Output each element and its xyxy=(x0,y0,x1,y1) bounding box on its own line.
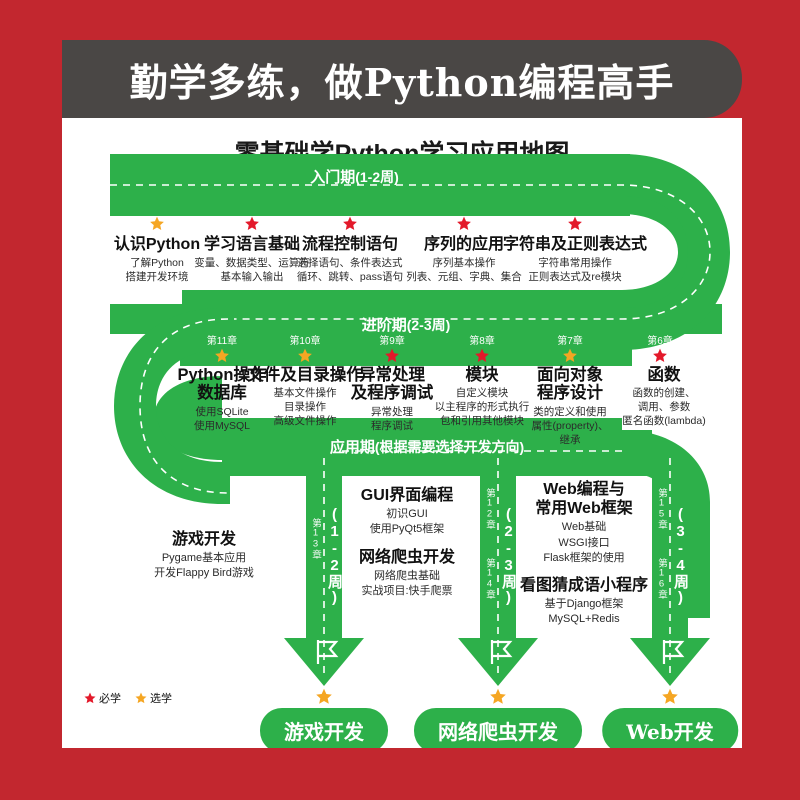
star-icon-legend-optional xyxy=(135,692,147,704)
star-icon-beginner-3 xyxy=(457,216,472,231)
arrow-branch-game xyxy=(284,458,364,686)
chapter-label-adv-2: 第9章 xyxy=(379,336,405,347)
header-bar: 勤学多练，做Python编程高手 xyxy=(62,40,742,118)
star-icon-result-spider xyxy=(490,688,507,705)
star-icon-advanced-1 xyxy=(298,348,313,363)
star-icon-advanced-5 xyxy=(653,348,668,363)
phase-label-beginner: 入门期(1-2周) xyxy=(310,169,399,186)
star-icon-advanced-4 xyxy=(563,348,578,363)
chapter-label-adv-3: 第8章 xyxy=(469,336,495,347)
branch-game-heading: 游戏开发 xyxy=(171,531,237,548)
branch-content-web: Web编程与 常用Web框架 Web基础 WSGI接口 Flask框架的使用 看… xyxy=(519,481,649,626)
star-icon-advanced-2 xyxy=(385,348,400,363)
topic-advanced-5: 函数 函数的创建、 调用、参数 匿名函数(lambda) xyxy=(622,366,706,428)
phase-label-applied: 应用期(根据需要选择开发方向) xyxy=(329,439,525,456)
branch-content-spider: GUI界面编程 初识GUI 使用PyQt5框架 网络爬虫开发 网络爬虫基础 实战… xyxy=(358,487,456,597)
legend-item-optional: 选学 xyxy=(135,690,172,706)
legend-label-required: 必学 xyxy=(99,693,121,705)
topic-beginner-0: 认识Python 了解Python 搭建开发环境 xyxy=(113,236,201,283)
topic-beginner-3: 序列的应用 序列基本操作 列表、元组、字典、集合 xyxy=(406,236,522,283)
topic-advanced-2: 异常处理 及程序调试 异常处理 程序调试 xyxy=(350,366,434,432)
chapter-label-adv-0: 第11章 xyxy=(206,336,238,347)
phase-label-advanced: 进阶期(2-3周) xyxy=(361,317,451,334)
legend-label-optional: 选学 xyxy=(150,693,172,705)
branch-spider-heading-1: 网络爬虫开发 xyxy=(358,548,456,566)
road-path-graphic: .rd { fill:#2db04a; } .dash { fill:none;… xyxy=(110,154,730,686)
star-icon-beginner-1 xyxy=(245,216,260,231)
branch-web-heading-0: Web编程与 常用Web框架 xyxy=(535,481,633,518)
result-pill-web[interactable]: Web开发 xyxy=(602,708,738,748)
topic-advanced-0: Python操作 数据库 使用SQLite 使用MySQL xyxy=(177,366,267,432)
week-label-branch-spider: (2-3周) xyxy=(500,506,517,606)
star-icon-result-web xyxy=(662,688,679,705)
arrow-branch-spider xyxy=(458,458,538,686)
topic-beginner-1: 学习语言基础 变量、数据类型、运算符 基本输入输出 xyxy=(194,236,310,283)
branch-spider-heading-0: GUI界面编程 xyxy=(360,487,454,504)
star-icon-advanced-3 xyxy=(475,348,490,363)
star-icon-result-game xyxy=(316,688,333,705)
content-card: 零基础学Python学习应用地图 .rd { fill:#2db04a; } .… xyxy=(62,118,742,748)
arrow-branch-web xyxy=(630,458,710,686)
chapter-label-adv-5: 第6章 xyxy=(647,336,673,347)
legend: 必学 选学 xyxy=(84,690,172,706)
star-icon-beginner-2 xyxy=(343,216,358,231)
result-pill-game[interactable]: 游戏开发 xyxy=(260,708,388,748)
chapter-label-branch-web-1: 第16章 xyxy=(656,558,667,599)
chapter-label-adv-4: 第7章 xyxy=(557,336,583,347)
star-icon-advanced-0 xyxy=(215,348,230,363)
result-pill-spider[interactable]: 网络爬虫开发 xyxy=(414,708,582,748)
chapter-label-branch-spider-1: 第14章 xyxy=(484,558,495,599)
week-label-branch-web: (3-4周) xyxy=(672,506,689,606)
topic-advanced-4: 面向对象 程序设计 类的定义和使用 属性(property)、 继承 xyxy=(531,366,609,446)
legend-item-required: 必学 xyxy=(84,690,121,706)
chapter-label-branch-web-0: 第15章 xyxy=(656,488,667,529)
chapter-label-adv-1: 第10章 xyxy=(289,336,321,347)
week-label-branch-game: (1-2周) xyxy=(326,506,343,606)
chapter-label-branch-spider-0: 第12章 xyxy=(484,488,495,529)
chapter-label-branch-game-0: 第13章 xyxy=(310,518,321,559)
branch-web-heading-1: 看图猜成语小程序 xyxy=(519,576,649,594)
branch-content-game: 游戏开发 Pygame基本应用 开发Flappy Bird游戏 xyxy=(154,531,254,580)
star-icon-beginner-0 xyxy=(150,216,165,231)
star-icon-legend-required xyxy=(84,692,96,704)
topic-advanced-3: 模块 自定义模块 以主程序的形式执行 包和引用其他模块 xyxy=(434,366,530,428)
topic-beginner-4: 字符串及正则表达式 字符串常用操作 正则表达式及re模块 xyxy=(502,236,648,283)
page-title: 勤学多练，做Python编程高手 xyxy=(129,59,675,105)
topic-advanced-1: 文件及目录操作 基本文件操作 目录操作 高级文件操作 xyxy=(247,366,363,428)
star-icon-beginner-4 xyxy=(568,216,583,231)
topic-beginner-2: 流程控制语句 选择语句、条件表达式 循环、跳转、pass语句 xyxy=(296,236,404,283)
